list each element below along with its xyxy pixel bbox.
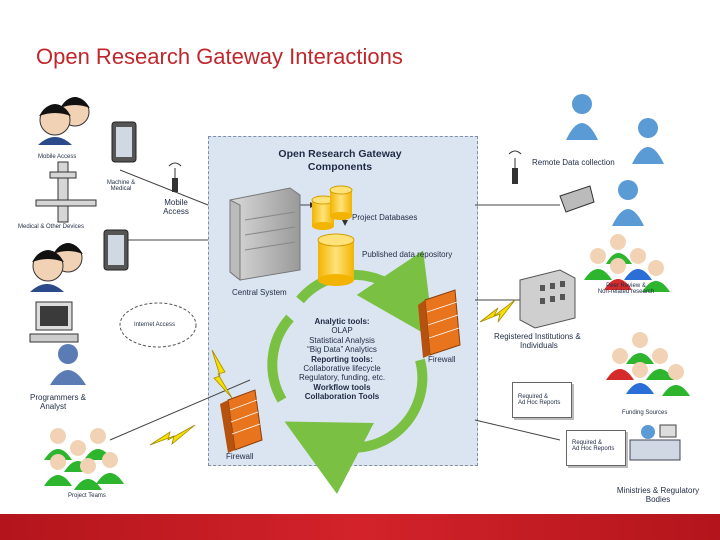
mobile-users-2-icon bbox=[30, 243, 83, 292]
firewall-bottom-icon bbox=[220, 389, 263, 453]
central-system-label: Central System bbox=[232, 288, 287, 297]
lightning-icon bbox=[149, 299, 516, 446]
tool-collab-lifecycle: Collaborative lifecycle bbox=[303, 364, 381, 374]
cycle-arrows bbox=[267, 250, 435, 494]
req-reports-1-line2: Ad Hoc Reports bbox=[518, 400, 561, 406]
tool-olap: OLAP bbox=[331, 326, 353, 336]
antenna-icon bbox=[168, 162, 182, 192]
database-icon bbox=[311, 185, 353, 230]
tablet-2-icon bbox=[103, 229, 129, 271]
peer-review-line2: Non-related research bbox=[597, 289, 655, 295]
mobile-access-label: Mobile Access bbox=[156, 198, 196, 216]
report-document-2 bbox=[566, 430, 626, 466]
programmers-label: Programmers & Analyst bbox=[30, 393, 86, 411]
registered-line1: Registered Institutions & bbox=[494, 332, 581, 341]
tool-bigdata: “Big Data” Analytics bbox=[307, 345, 377, 355]
mobile-access-line2: Access bbox=[163, 207, 189, 216]
req-reports-2-line1: Required & bbox=[572, 440, 603, 446]
slide-title: Open Research Gateway Interactions bbox=[36, 44, 403, 69]
machine-medical-label: Machine & Medical bbox=[104, 180, 138, 192]
panel-title-line1: Open Research Gateway bbox=[278, 148, 402, 160]
connector-lines bbox=[109, 169, 561, 441]
programmers-line1: Programmers & bbox=[30, 393, 87, 402]
monitor-icon bbox=[29, 301, 79, 343]
tool-reporting: Reporting tools: bbox=[311, 354, 373, 364]
peer-review-team-icon bbox=[584, 234, 670, 292]
tool-analytic: Analytic tools: bbox=[314, 317, 370, 326]
programmer-user-icon bbox=[50, 344, 86, 385]
firewall-inner-label: Firewall bbox=[428, 355, 456, 364]
project-teams-label: Project Teams bbox=[68, 493, 106, 499]
firewall-bottom-label: Firewall bbox=[226, 452, 254, 461]
mobile-access-top-label: Mobile Access bbox=[38, 154, 77, 160]
published-repo-label: Published data repository bbox=[362, 250, 453, 259]
remote-data-label: Remote Data collection bbox=[532, 158, 615, 167]
repository-database-icon bbox=[317, 233, 355, 286]
panel-title: Open Research Gateway Components bbox=[260, 148, 420, 174]
programmers-line2: Analyst bbox=[40, 402, 67, 411]
medical-devices-label: Medical & Other Devices bbox=[18, 224, 85, 230]
project-databases-label: Project Databases bbox=[352, 213, 418, 222]
internet-cloud bbox=[119, 302, 197, 348]
machine-line2: Medical bbox=[110, 186, 132, 192]
server-icon bbox=[229, 187, 301, 282]
footer-bar bbox=[0, 514, 720, 540]
peer-review-label: Peer Review & Non-related research bbox=[580, 283, 672, 295]
tool-statistical: Statistical Analysis bbox=[309, 335, 375, 345]
registered-label: Registered Institutions & Individuals bbox=[494, 332, 581, 350]
funding-team-icon bbox=[606, 332, 690, 396]
ministries-line2: Bodies bbox=[645, 495, 671, 504]
mobile-users-icon bbox=[38, 97, 90, 145]
firewall-icon bbox=[418, 289, 461, 358]
ministries-line1: Ministries & Regulatory bbox=[616, 486, 700, 495]
tool-regulatory: Regulatory, funding, etc. bbox=[298, 373, 386, 383]
medical-device-icon bbox=[35, 161, 97, 223]
req-reports-2-label: Required & Ad Hoc Reports bbox=[572, 440, 614, 452]
funding-sources-label: Funding Sources bbox=[622, 410, 668, 416]
req-reports-1-line1: Required & bbox=[518, 394, 549, 400]
mobile-access-line1: Mobile bbox=[164, 198, 188, 207]
req-reports-1-label: Required & Ad Hoc Reports bbox=[518, 394, 560, 406]
ministry-office-icon bbox=[629, 424, 681, 461]
ministries-label: Ministries & Regulatory Bodies bbox=[604, 486, 712, 504]
project-teams-icon bbox=[44, 428, 124, 490]
remote-antenna-icon bbox=[508, 150, 522, 184]
building-icon bbox=[519, 269, 576, 329]
machine-line1: Machine & bbox=[106, 180, 136, 186]
tablet-icon bbox=[111, 121, 137, 163]
registered-line2: Individuals bbox=[520, 341, 558, 350]
req-reports-2-line2: Ad Hoc Reports bbox=[572, 446, 615, 452]
tool-workflow: Workflow tools bbox=[313, 382, 371, 392]
tool-collaboration: Collaboration Tools bbox=[304, 392, 380, 402]
remote-users-icon bbox=[566, 94, 664, 226]
internet-access-label: Internet Access bbox=[134, 322, 176, 328]
report-document-1 bbox=[512, 382, 572, 418]
peer-review-line1: Peer Review & bbox=[606, 283, 646, 289]
phone-icon bbox=[559, 185, 595, 213]
tools-list: Analytic tools: OLAP Statistical Analysi… bbox=[282, 317, 402, 402]
panel-title-line2: Components bbox=[307, 161, 373, 173]
